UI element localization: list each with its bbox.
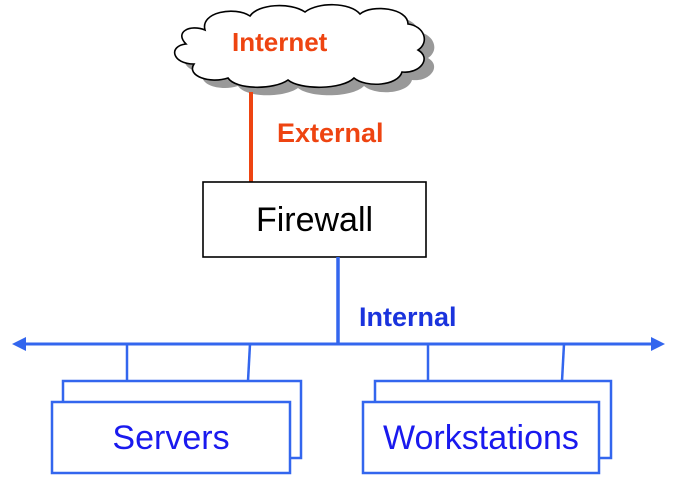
- bus-arrow-right-icon: [651, 337, 665, 351]
- bus-arrow-left-icon: [12, 337, 26, 351]
- internet-label: Internet: [232, 27, 328, 57]
- internal-label: Internal: [359, 302, 457, 332]
- servers-label: Servers: [112, 418, 230, 457]
- workstations-label: Workstations: [383, 418, 579, 457]
- workstations-box: [361, 400, 601, 475]
- workstations-drop-line-back: [560, 343, 566, 382]
- external-label: External: [277, 118, 384, 148]
- servers-box: [50, 400, 292, 475]
- firewall-box: [202, 181, 427, 258]
- firewall-label: Firewall: [255, 200, 374, 239]
- servers-drop-line-back: [246, 343, 252, 382]
